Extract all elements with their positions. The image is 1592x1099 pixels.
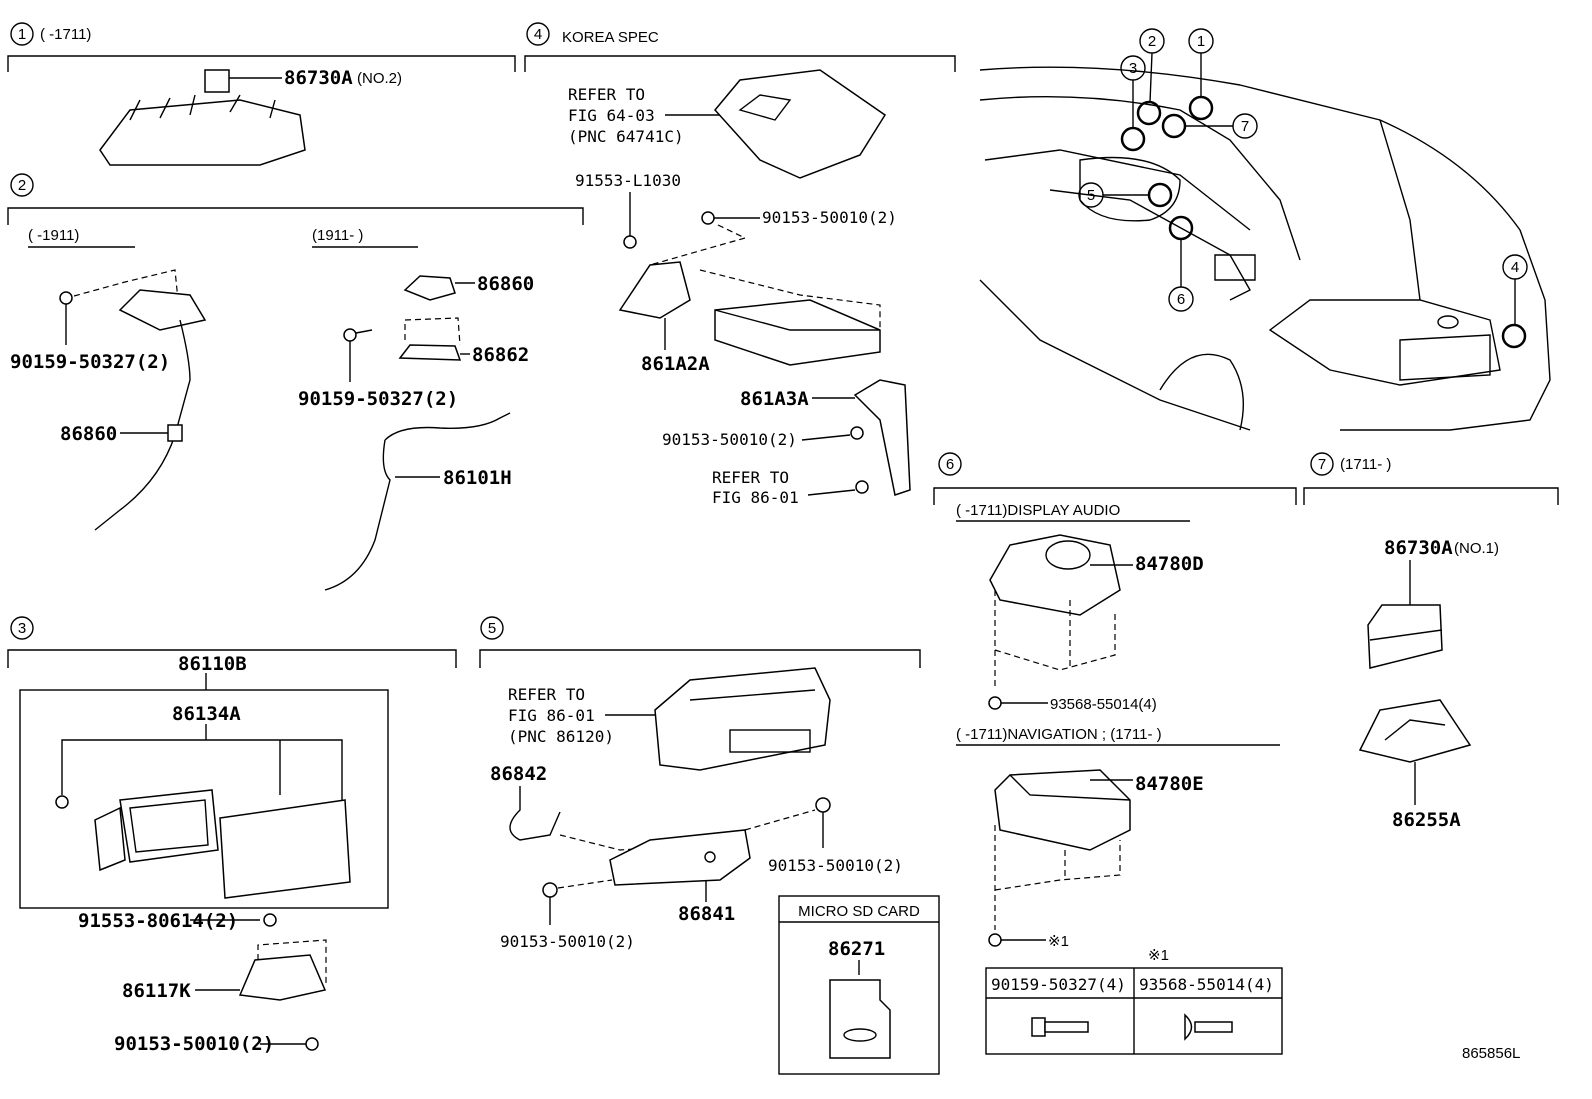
part-label: 86110B [178, 653, 247, 675]
section-number: 2 [18, 177, 26, 194]
reference-note: REFER TO [508, 685, 585, 704]
sd-card [829, 979, 891, 1059]
part-label: 84780D [1135, 553, 1204, 575]
section-number: 4 [534, 26, 542, 43]
callout-number: 5 [1087, 187, 1095, 204]
part-label: 86730A [284, 67, 353, 89]
part-label: 861A2A [641, 353, 710, 375]
part-label: 86730A [1384, 537, 1453, 559]
section-7: 7 (1711- ) 86730A (NO.1) 86255A [1303, 452, 1559, 831]
microsd-box [778, 895, 940, 1075]
part-label: 86862 [472, 344, 529, 366]
section-range: (1711- ) [1340, 456, 1391, 473]
section-5: 5 REFER TO FIG 86-01 (PNC 86120) 86842 9… [479, 616, 940, 1075]
sub-range: ( -1711)NAVIGATION ; (1711- ) [956, 726, 1162, 743]
callout-number: 6 [1177, 291, 1185, 308]
assembly-box [19, 689, 389, 909]
reference-note: (PNC 86120) [508, 727, 614, 746]
part-label: 86134A [172, 703, 241, 725]
sub-range: ( -1711)DISPLAY AUDIO [956, 502, 1120, 519]
sub-range: ( -1911) [28, 227, 79, 244]
part-label: 90153-50010(2) [500, 932, 635, 951]
microsd-title: MICRO SD CARD [798, 903, 920, 920]
part-label: 84780E [1135, 773, 1204, 795]
part-label: 86117K [122, 980, 191, 1002]
table-header: 90159-50327(4) [991, 975, 1126, 994]
part-label: 91553-80614(2) [78, 910, 238, 932]
part-label: 90153-50010(2) [662, 430, 797, 449]
callout-number: 7 [1241, 118, 1249, 135]
part-label: 90159-50327(2) [10, 351, 170, 373]
part-label: 86255A [1392, 809, 1461, 831]
part-label: 86860 [477, 273, 534, 295]
part-label: 91553-L1030 [575, 171, 681, 190]
section-1: 1 ( -1711) 86730A (NO.2) [7, 22, 516, 166]
part-note: (NO.1) [1454, 540, 1499, 557]
table-header: 93568-55014(4) [1139, 975, 1274, 994]
part-label: 86841 [678, 903, 735, 925]
part-label: 86271 [828, 938, 885, 960]
section-number: 7 [1318, 456, 1326, 473]
note-mark: ※1 [1048, 933, 1069, 950]
reference-note: REFER TO [568, 85, 645, 104]
reference-note: REFER TO [712, 468, 789, 487]
reference-note: FIG 64-03 [568, 106, 655, 125]
callout-number: 1 [1197, 33, 1205, 50]
part-label: 90153-50010(2) [762, 208, 897, 227]
section-3: 3 86110B 86134A 91553-80614(2) 86117K 90… [7, 616, 457, 1055]
part-label: 86842 [490, 763, 547, 785]
reference-note: (PNC 64741C) [568, 127, 684, 146]
part-label: 90153-50010(2) [114, 1033, 274, 1055]
reference-note: FIG 86-01 [508, 706, 595, 725]
section-number: 3 [18, 620, 26, 637]
section-6: 6 ( -1711)DISPLAY AUDIO 84780D 93568-550… [933, 452, 1297, 1055]
reference-note: FIG 86-01 [712, 488, 799, 507]
part-label: 90159-50327(2) [298, 388, 458, 410]
part-label: 93568-55014(4) [1050, 696, 1157, 713]
figure-id: 865856L [1462, 1045, 1520, 1062]
part-label: 86860 [60, 423, 117, 445]
part-label: 90153-50010(2) [768, 856, 903, 875]
section-number: 6 [946, 456, 954, 473]
part-label: 86101H [443, 467, 512, 489]
section-title: KOREA SPEC [562, 29, 659, 46]
callout-number: 3 [1129, 60, 1137, 77]
section-number: 5 [488, 620, 496, 637]
sub-range: (1911- ) [312, 227, 363, 244]
section-2: 2 ( -1911) (1911- ) 90159-50327(2) 86860… [7, 173, 584, 591]
vehicle-overview: 1 2 3 4 5 6 7 [979, 28, 1551, 431]
section-range: ( -1711) [40, 26, 91, 43]
part-label: 861A3A [740, 388, 809, 410]
part-note: (NO.2) [357, 70, 402, 87]
callout-number: 2 [1148, 33, 1156, 50]
section-4: 4 KOREA SPEC REFER TO FIG 64-03 (PNC 647… [524, 22, 956, 507]
section-number: 1 [18, 26, 26, 43]
callout-number: 4 [1511, 259, 1519, 276]
table-title: ※1 [1148, 947, 1169, 964]
